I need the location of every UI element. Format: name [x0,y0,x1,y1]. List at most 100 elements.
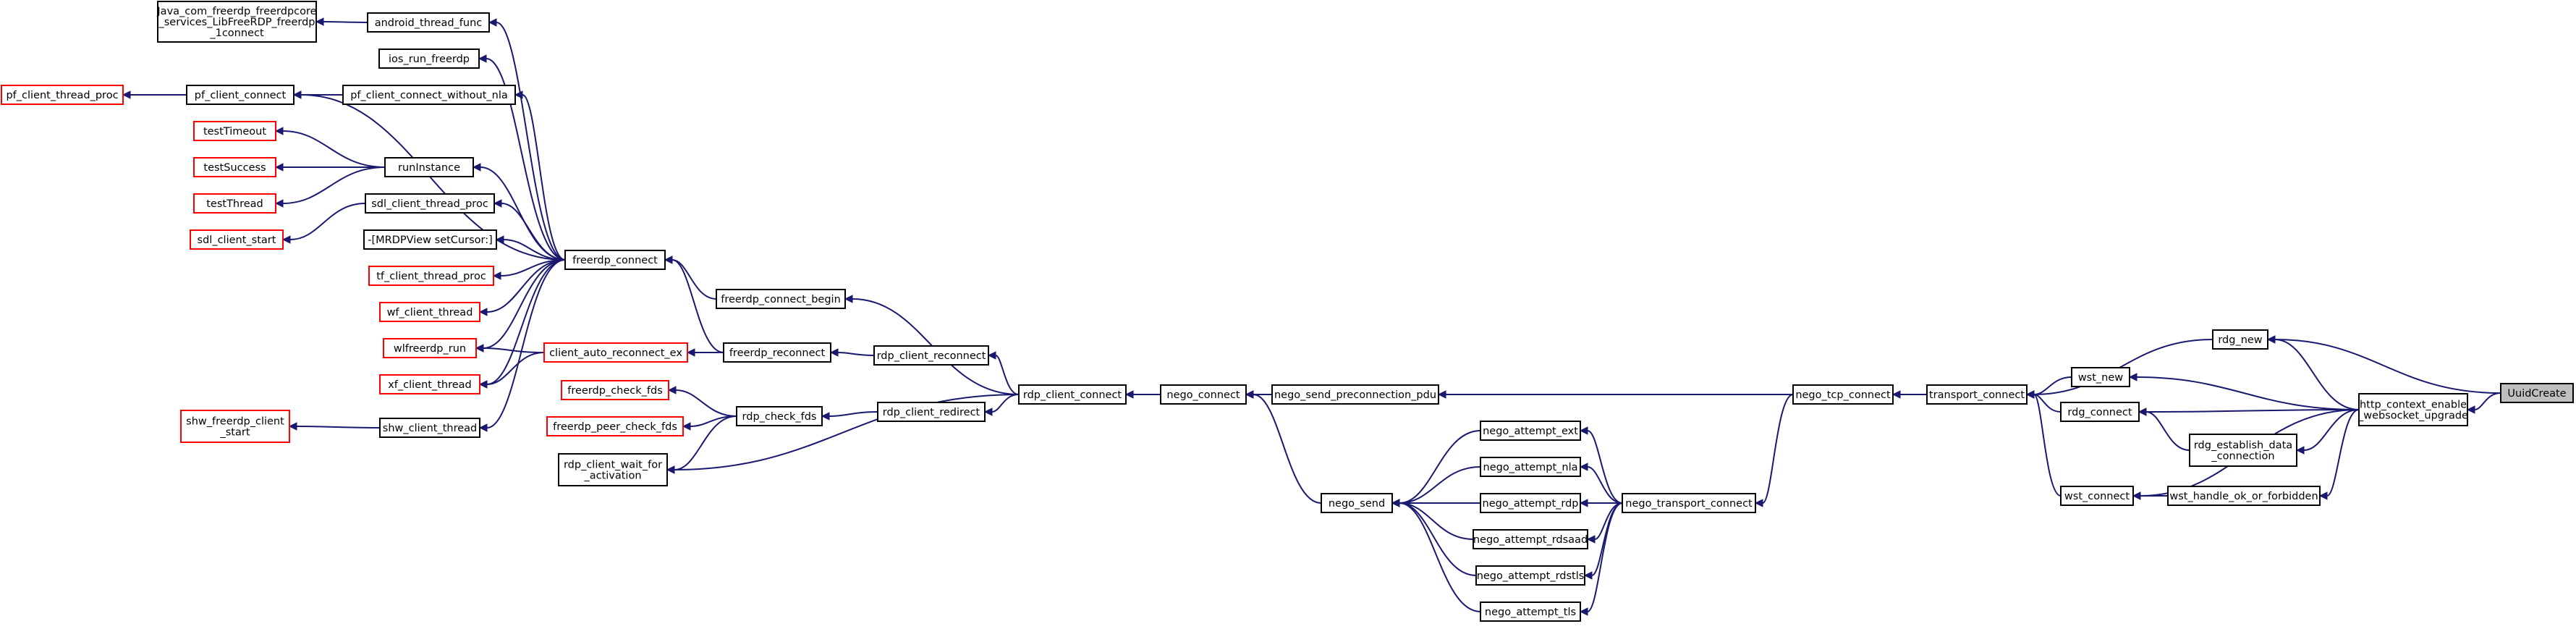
edge-freerdp-connect-to-mrdpview-setcursor [495,235,566,261]
node-tf-client-thread-proc[interactable]: tf_client_thread_proc [368,266,494,286]
node-rdp-client-connect[interactable]: rdp_client_connect [1018,384,1127,405]
node-nego-transport-connect[interactable]: nego_transport_connect [1622,493,1756,513]
edge-http-context-enable-websocket-upgrade-to-wst-handle-ok-or-forbidden [2318,409,2360,500]
arrowhead-icon [666,465,675,474]
edge-line [2326,409,2360,497]
edge-UuidCreate-to-rdg-new [2266,335,2501,394]
arrowhead-icon [488,18,497,27]
node-box [2500,383,2574,403]
edge-line [995,355,1020,395]
edge-line [1587,430,1623,504]
node-http-context-enable-websocket-upgrade[interactable]: http_context_enable_websocket_upgrade [2357,393,2468,426]
node-label: Java_com_freerdp_freerdpcore [156,6,316,17]
edge-line [675,389,737,417]
node-runInstance[interactable]: runInstance [384,157,474,177]
node-transport-connect[interactable]: transport_connect [1926,384,2028,405]
node-client-auto-reconnect-ex[interactable]: client_auto_reconnect_ex [543,342,688,363]
node-pf-client-thread-proc[interactable]: pf_client_thread_proc [1,85,124,105]
node-box [1480,457,1581,477]
node-label: nego_connect [1166,389,1240,401]
node-wst-new[interactable]: wst_new [2071,367,2130,387]
arrowhead-icon [1245,390,1254,399]
node-freerdp-check-fds[interactable]: freerdp_check_fds [561,380,669,400]
node-label: wlfreerdp_run [394,343,466,355]
node-label: testTimeout [203,126,266,138]
node-nego-connect[interactable]: nego_connect [1160,384,1247,405]
arrowhead-icon [1579,607,1588,616]
node-label: rdg_new [2218,334,2262,346]
edge-nego-transport-connect-to-nego-attempt-tls [1579,502,1623,616]
node-label: freerdp_peer_check_fds [553,421,677,433]
node-sdl-client-thread-proc[interactable]: sdl_client_thread_proc [365,193,495,214]
edge-nego-transport-connect-to-nego-attempt-rdstls [1583,502,1623,580]
node-label: rdp_client_redirect [883,407,980,418]
node-nego-attempt-tls[interactable]: nego_attempt_tls [1480,601,1581,622]
node-nego-attempt-rdstls[interactable]: nego_attempt_rdstls [1475,565,1585,586]
edge-line [486,259,566,429]
arrowhead-icon [2128,373,2138,381]
node-freerdp-connect[interactable]: freerdp_connect [564,250,666,270]
node-rdg-new[interactable]: rdg_new [2212,329,2268,350]
edge-http-context-enable-websocket-upgrade-to-rdg-new [2266,335,2360,410]
node-rdp-client-redirect[interactable]: rdp_client_redirect [877,402,986,422]
node-label: nego_attempt_nla [1483,462,1578,473]
arrowhead-icon [122,90,131,99]
node-wst-handle-ok-or-forbidden[interactable]: wst_handle_ok_or_forbidden [2167,486,2321,506]
node-shw-freerdp-client-start[interactable]: shw_freerdp_client_start [180,410,290,443]
node-mrdpview-setcursor[interactable]: -[MRDPView setCursor:] [363,229,497,250]
node-shw-client-thread[interactable]: shw_client_thread [379,418,480,438]
node-xf-client-thread[interactable]: xf_client_thread [379,374,480,394]
edge-line [282,130,386,168]
node-nego-attempt-nla[interactable]: nego_attempt_nla [1480,457,1581,477]
node-nego-tcp-connect[interactable]: nego_tcp_connect [1792,384,1894,405]
node-testSuccess[interactable]: testSuccess [193,157,276,177]
edge-wst-connect-to-transport-connect [2025,390,2062,497]
node-rdg-connect[interactable]: rdg_connect [2060,402,2140,422]
node-pf-client-connect-without-nla[interactable]: pf_client_connect_without_nla [342,85,516,105]
node-box [723,342,831,363]
node-rdp-check-fds[interactable]: rdp_check_fds [736,406,823,426]
node-android-thread-func[interactable]: android_thread_func [367,12,490,33]
edge-nego-connect-to-rdp-client-connect [1124,390,1161,399]
node-freerdp-reconnect[interactable]: freerdp_reconnect [723,342,831,363]
arrowhead-icon [2132,491,2141,500]
node-wst-connect[interactable]: wst_connect [2060,486,2134,506]
node-nego-attempt-rdp[interactable]: nego_attempt_rdp [1480,493,1581,513]
node-box [190,229,284,250]
node-testThread[interactable]: testThread [193,193,276,214]
arrowhead-icon [983,408,993,416]
node-freerdp-peer-check-fds[interactable]: freerdp_peer_check_fds [546,416,684,436]
edge-pf-client-connect-to-pf-client-thread-proc [122,90,187,99]
edge-rdp-client-connect-to-rdp-client-redirect [983,394,1020,416]
arrowhead-icon [492,271,501,280]
node-nego-send-preconnection-pdu[interactable]: nego_send_preconnection_pdu [1271,384,1439,405]
node-ios-run-freerdp[interactable]: ios_run_freerdp [378,48,480,69]
edge-line [486,259,566,313]
arrowhead-icon [2138,408,2147,416]
node-nego-attempt-rdsaad[interactable]: nego_attempt_rdsaad [1473,529,1588,549]
node-rdp-client-reconnect[interactable]: rdp_client_reconnect [873,345,989,366]
node-UuidCreate[interactable]: UuidCreate [2500,383,2574,403]
node-wf-client-thread[interactable]: wf_client_thread [379,302,480,322]
node-box [561,380,669,400]
arrowhead-icon [475,344,484,353]
node-testTimeout[interactable]: testTimeout [193,121,276,141]
edge-nego-attempt-rdstls-to-nego-send [1391,499,1477,576]
node-sdl-client-start[interactable]: sdl_client_start [190,229,284,250]
edge-freerdp-connect-to-pf-client-connect-without-nla [514,90,566,261]
node-nego-send[interactable]: nego_send [1321,493,1393,513]
node-nego-attempt-ext[interactable]: nego_attempt_ext [1480,421,1581,441]
node-wlfreerdp-run[interactable]: wlfreerdp_run [383,338,477,358]
node-box [873,345,989,366]
node-rdp-client-wait-for-activation[interactable]: rdp_client_wait_for_activation [558,453,668,486]
node-pf-client-connect[interactable]: pf_client_connect [186,85,295,105]
edge-nego-send-to-nego-connect [1245,390,1322,504]
node-freerdp-connect-begin[interactable]: freerdp_connect_begin [716,289,846,309]
node-box [368,266,494,286]
node-label: nego_send_preconnection_pdu [1274,389,1436,401]
node-label: _1connect [209,28,264,39]
arrowhead-icon [2266,335,2276,344]
node-rdg-establish-data-connection[interactable]: rdg_establish_data_connection [2189,434,2297,467]
node-jni-connect[interactable]: Java_com_freerdp_freerdpcore_services_Li… [156,1,317,43]
